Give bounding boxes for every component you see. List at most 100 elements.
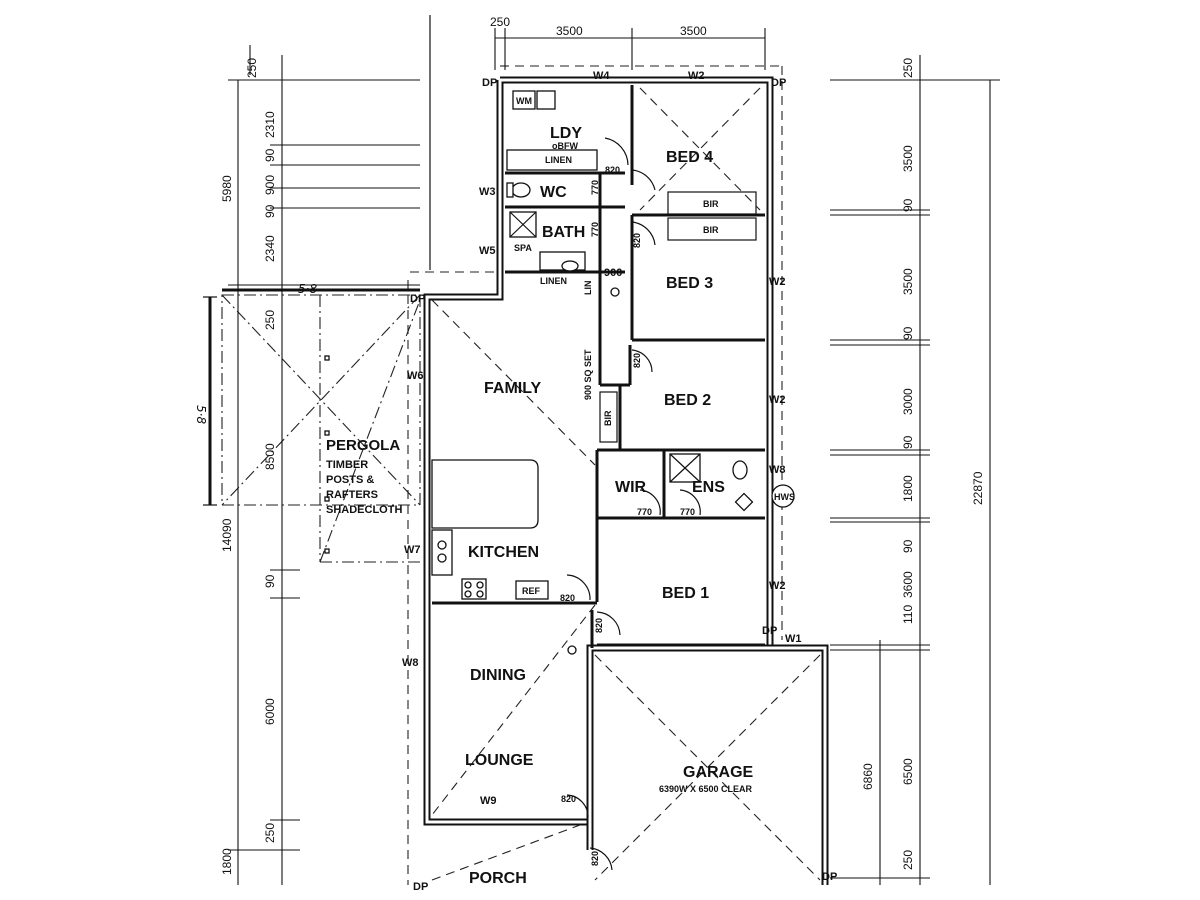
roof-lines bbox=[431, 87, 821, 881]
window-w7: W7 bbox=[404, 544, 421, 556]
door-bed2: 820 bbox=[632, 353, 642, 368]
house-walls bbox=[423, 76, 829, 885]
dim-right-90-c: 90 bbox=[901, 435, 915, 449]
door-wc: 770 bbox=[590, 180, 600, 195]
dim-right-1800: 1800 bbox=[901, 475, 915, 502]
window-labels: W4 W2 W3 W5 W2 W2 W8 W2 W1 W6 W7 W8 W9 bbox=[402, 70, 802, 807]
spa-label: SPA bbox=[514, 243, 532, 253]
room-bed3: BED 3 bbox=[666, 275, 713, 292]
pergola-line-2: POSTS & bbox=[326, 474, 374, 486]
right-dimensions: 250 3500 90 3500 90 3000 90 1800 90 3600… bbox=[830, 55, 1000, 885]
garage-size-note: 6390W X 6500 CLEAR bbox=[659, 784, 753, 794]
dim-right-3600: 3600 bbox=[901, 571, 915, 598]
room-bed2: BED 2 bbox=[664, 392, 711, 409]
door-ldy: 820 bbox=[605, 165, 620, 175]
door-labels: 820 770 770 820 820 770 770 820 820 820 … bbox=[560, 165, 695, 866]
dp-family: DP bbox=[410, 293, 425, 305]
bir-bed2-label: BIR bbox=[603, 410, 613, 426]
door-garage: 820 bbox=[590, 851, 600, 866]
dim-left-2340: 2340 bbox=[263, 235, 277, 262]
dim-right-110: 110 bbox=[901, 605, 915, 624]
room-garage: GARAGE bbox=[683, 764, 754, 781]
dim-left-5980: 5980 bbox=[220, 175, 234, 202]
door-bath: 770 bbox=[590, 222, 600, 237]
dim-left-1800: 1800 bbox=[220, 848, 234, 875]
dim-top-250: 250 bbox=[490, 15, 510, 29]
window-w2-bed2: W2 bbox=[769, 394, 786, 406]
window-w2-bed1: W2 bbox=[769, 580, 786, 592]
sq-set-label: 900 SQ SET bbox=[583, 349, 593, 400]
door-dining: 820 bbox=[594, 618, 604, 633]
linen-label-1: LINEN bbox=[545, 155, 572, 165]
dim-right-250-bottom: 250 bbox=[901, 850, 915, 870]
room-wir: WIR bbox=[615, 479, 647, 496]
bir-bed4-label: BIR bbox=[703, 199, 719, 209]
dim-right-3000: 3000 bbox=[901, 388, 915, 415]
pergola-width-handwritten: 5·8 bbox=[298, 282, 317, 296]
room-labels: LDY WC BATH BED 4 BED 3 BED 2 BED 1 FAMI… bbox=[465, 125, 754, 887]
door-hall: 900 bbox=[604, 267, 622, 279]
dim-right-garage: 6860 bbox=[861, 763, 875, 790]
dim-left-90-c: 90 bbox=[263, 574, 277, 588]
door-lounge: 820 bbox=[561, 794, 576, 804]
dfw-label: oBFW bbox=[552, 141, 578, 151]
kitchen-island bbox=[431, 459, 539, 529]
room-wc: WC bbox=[540, 184, 567, 201]
hws-label: HWS bbox=[774, 492, 795, 502]
room-porch: PORCH bbox=[469, 870, 527, 887]
hws-icon bbox=[771, 484, 795, 508]
left-dimensions: 250 2310 90 900 90 2340 250 8500 90 6000… bbox=[220, 45, 420, 885]
pergola-line-4: SHADECLOTH bbox=[326, 504, 402, 516]
washing-machine-icon bbox=[512, 90, 536, 110]
dp-top-left: DP bbox=[482, 77, 497, 89]
dim-left-2310: 2310 bbox=[263, 111, 277, 138]
room-lounge: LOUNGE bbox=[465, 752, 534, 769]
dim-right-3500-a: 3500 bbox=[901, 145, 915, 172]
window-w9: W9 bbox=[480, 795, 497, 807]
window-w1: W1 bbox=[785, 633, 802, 645]
window-w4: W4 bbox=[593, 70, 610, 82]
door-ens: 770 bbox=[680, 507, 695, 517]
dp-bed1: DP bbox=[762, 625, 777, 637]
lin-label: LIN bbox=[583, 281, 593, 296]
ref-label: REF bbox=[522, 586, 541, 596]
dim-right-90-b: 90 bbox=[901, 326, 915, 340]
dim-right-6500: 6500 bbox=[901, 758, 915, 785]
wm-label: WM bbox=[516, 96, 532, 106]
ens-toilet-icon bbox=[732, 460, 748, 480]
linen-label-2: LINEN bbox=[540, 276, 567, 286]
window-w3: W3 bbox=[479, 186, 496, 198]
window-w8: W8 bbox=[402, 657, 419, 669]
window-w2-top: W2 bbox=[688, 70, 705, 82]
room-ens: ENS bbox=[692, 479, 725, 496]
dim-top-3500-a: 3500 bbox=[556, 24, 583, 38]
dp-garage: DP bbox=[822, 871, 837, 883]
dim-right-overall: 22870 bbox=[971, 471, 985, 505]
dim-left-900: 900 bbox=[263, 175, 277, 195]
dim-left-14090: 14090 bbox=[220, 518, 234, 552]
door-swings bbox=[566, 137, 701, 871]
door-kitchen: 820 bbox=[560, 593, 575, 603]
window-w2-bed3: W2 bbox=[769, 276, 786, 288]
bir-bed3-label: BIR bbox=[703, 225, 719, 235]
room-bed4: BED 4 bbox=[666, 149, 713, 166]
dim-left-250-top: 250 bbox=[245, 58, 259, 78]
dim-right-3500-b: 3500 bbox=[901, 268, 915, 295]
room-ldy: LDY bbox=[550, 125, 582, 142]
dim-left-6000: 6000 bbox=[263, 698, 277, 725]
door-bed3: 820 bbox=[632, 233, 642, 248]
dim-left-90-a: 90 bbox=[263, 148, 277, 162]
window-w6: W6 bbox=[407, 370, 424, 382]
door-wir: 770 bbox=[637, 507, 652, 517]
room-bed1: BED 1 bbox=[662, 585, 709, 602]
dim-right-250-top: 250 bbox=[901, 58, 915, 78]
dim-left-250-bottom: 250 bbox=[263, 823, 277, 843]
fixtures: WM oBFW LINEN SPA LINEN LIN BIR BIR BIR … bbox=[431, 90, 795, 655]
dp-porch: DP bbox=[413, 881, 428, 893]
dim-right-90-a: 90 bbox=[901, 198, 915, 212]
pergola-title: PERGOLA bbox=[326, 437, 400, 454]
top-dimensions: 250 3500 3500 bbox=[490, 15, 766, 70]
dim-top-3500-b: 3500 bbox=[680, 24, 707, 38]
window-w8-ens: W8 bbox=[769, 464, 786, 476]
